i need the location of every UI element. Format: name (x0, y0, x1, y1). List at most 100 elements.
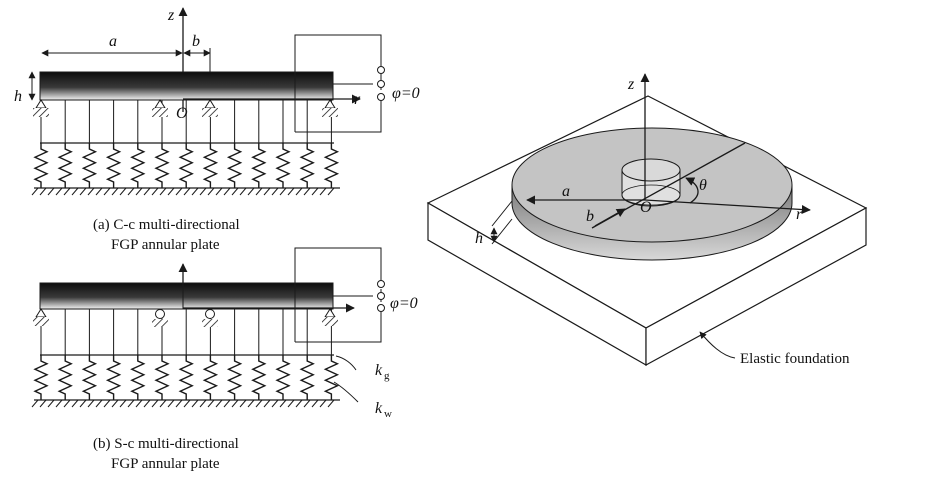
a-hatch-mark (63, 187, 71, 196)
b-hatch-mark (271, 399, 279, 408)
panel-b-caption-line1: (b) S-c multi-directional (93, 436, 239, 452)
panel-3d: z r a b O θ h Elastic foundation (426, 73, 868, 367)
a-hatch-mark (279, 187, 287, 196)
b-hatch-mark (39, 399, 47, 408)
panel-b: φ=0 k g k w (b) S-c multi-dire (31, 247, 418, 472)
b-spring (57, 355, 73, 400)
b-hatch-mark (327, 399, 335, 408)
b-hatch-mark (111, 399, 119, 408)
b-spring (178, 355, 194, 400)
panel-b-springs (33, 355, 340, 400)
panel-b-kw-subscript: w (384, 408, 392, 420)
panel-b-plate (39, 282, 334, 310)
panel-a-phi-label: φ=0 (392, 85, 420, 102)
a-hatch-mark (327, 187, 335, 196)
panel-a-origin-label: O (176, 105, 188, 122)
panel-3d-a-label: a (562, 183, 570, 200)
b-spring (275, 355, 291, 400)
panel-a-support-inner-left (152, 99, 168, 117)
panel-a-support-left (33, 99, 49, 117)
a-hatch-mark (231, 187, 239, 196)
a-spring (202, 143, 219, 188)
b-hatch-mark (255, 399, 263, 408)
panel-3d-z-label: z (627, 76, 635, 93)
panel-a-caption-line1: (a) C-c multi-directional (93, 217, 240, 233)
panel-b-support-right (322, 308, 338, 326)
b-hatch-mark (151, 399, 159, 408)
b-spring (105, 355, 122, 400)
b-hatch-mark (103, 399, 111, 408)
panel-a-terminal-bottom (377, 93, 385, 101)
panel-b-support-inner-left (152, 309, 168, 327)
a-hatch-mark (39, 187, 47, 196)
b-hatch-mark (63, 399, 71, 408)
panel-a-r-label: r (354, 91, 361, 108)
a-hatch-mark (191, 187, 199, 196)
panel-b-terminal-mid (377, 292, 385, 300)
a-spring (57, 143, 73, 188)
a-hatch-mark (159, 187, 167, 196)
panel-b-posts (40, 309, 332, 355)
b-hatch-mark (95, 399, 103, 408)
a-hatch-mark (47, 187, 55, 196)
a-hatch-mark (319, 187, 327, 196)
b-hatch-mark (119, 399, 127, 408)
panel-b-terminal-top (377, 280, 385, 288)
panel-a-terminal-top (377, 66, 385, 74)
panel-b-kg-leader (335, 355, 357, 371)
panel-3d-origin-label: O (640, 199, 652, 216)
panel-b-kg-subscript: g (384, 370, 390, 382)
panel-b-kw-leader (333, 381, 359, 403)
a-hatch-mark (303, 187, 311, 196)
panel-b-kg-label: k (375, 362, 383, 379)
b-spring (251, 355, 267, 400)
a-spring (299, 143, 315, 188)
b-hatch-mark (191, 399, 199, 408)
b-hatch-mark (319, 399, 327, 408)
a-hatch-mark (287, 187, 295, 196)
b-spring (202, 355, 219, 400)
b-hatch-mark (231, 399, 239, 408)
panel-3d-radius-b (594, 208, 626, 227)
panel-a-plate (39, 71, 334, 101)
a-hatch-mark (247, 187, 255, 196)
a-spring (81, 143, 98, 188)
panel-a-b-label: b (192, 33, 200, 50)
a-hatch-mark (95, 187, 103, 196)
panel-a-support-right (322, 99, 338, 117)
a-hatch-mark (271, 187, 279, 196)
panel-a: z a b h O r φ=0 (14, 7, 420, 253)
panel-3d-b-label: b (586, 208, 594, 225)
panel-a-support-inner-right (202, 99, 218, 117)
b-hatch-mark (311, 399, 319, 408)
a-hatch-mark (143, 187, 151, 196)
panel-3d-h-label: h (475, 230, 483, 247)
panel-b-support-left (33, 308, 49, 326)
panel-a-z-label: z (167, 7, 175, 24)
b-hatch-mark (247, 399, 255, 408)
a-hatch-mark (127, 187, 135, 196)
a-hatch-mark (103, 187, 111, 196)
panel-a-caption-line2: FGP annular plate (111, 237, 220, 253)
panel-a-a-label: a (109, 33, 117, 50)
a-hatch-mark (167, 187, 175, 196)
panel-a-ground-hatch (31, 187, 335, 196)
b-hatch-mark (143, 399, 151, 408)
panel-a-h-label: h (14, 88, 22, 105)
b-spring (323, 355, 340, 400)
b-hatch-mark (279, 399, 287, 408)
a-hatch-mark (55, 187, 63, 196)
a-hatch-mark (71, 187, 79, 196)
foundation-label: Elastic foundation (740, 351, 850, 367)
b-spring (226, 355, 243, 400)
b-hatch-mark (183, 399, 191, 408)
b-hatch-mark (263, 399, 271, 408)
hole-bottom (621, 184, 681, 206)
a-hatch-mark (135, 187, 143, 196)
a-spring (154, 143, 170, 188)
b-hatch-mark (47, 399, 55, 408)
b-hatch-mark (207, 399, 215, 408)
b-hatch-mark (223, 399, 231, 408)
a-hatch-mark (183, 187, 191, 196)
